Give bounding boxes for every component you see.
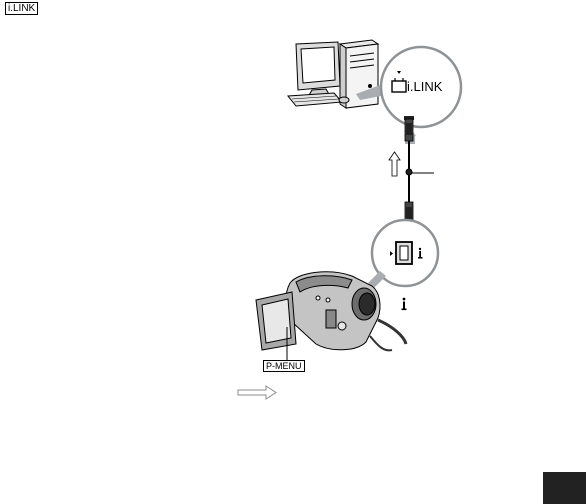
bottom-arrow-icon xyxy=(238,386,276,399)
direction-arrow-icon xyxy=(389,152,400,176)
ilink-port-callout: i.LINK xyxy=(381,47,461,127)
ilink-jack-icon xyxy=(396,242,412,264)
page-edge-tab xyxy=(543,472,586,504)
handycam-icon xyxy=(256,272,406,351)
port-label: i.LINK xyxy=(407,79,443,94)
info-glyph-icon-right xyxy=(402,298,407,311)
pmenu-button-label: P-MENU xyxy=(263,360,305,372)
